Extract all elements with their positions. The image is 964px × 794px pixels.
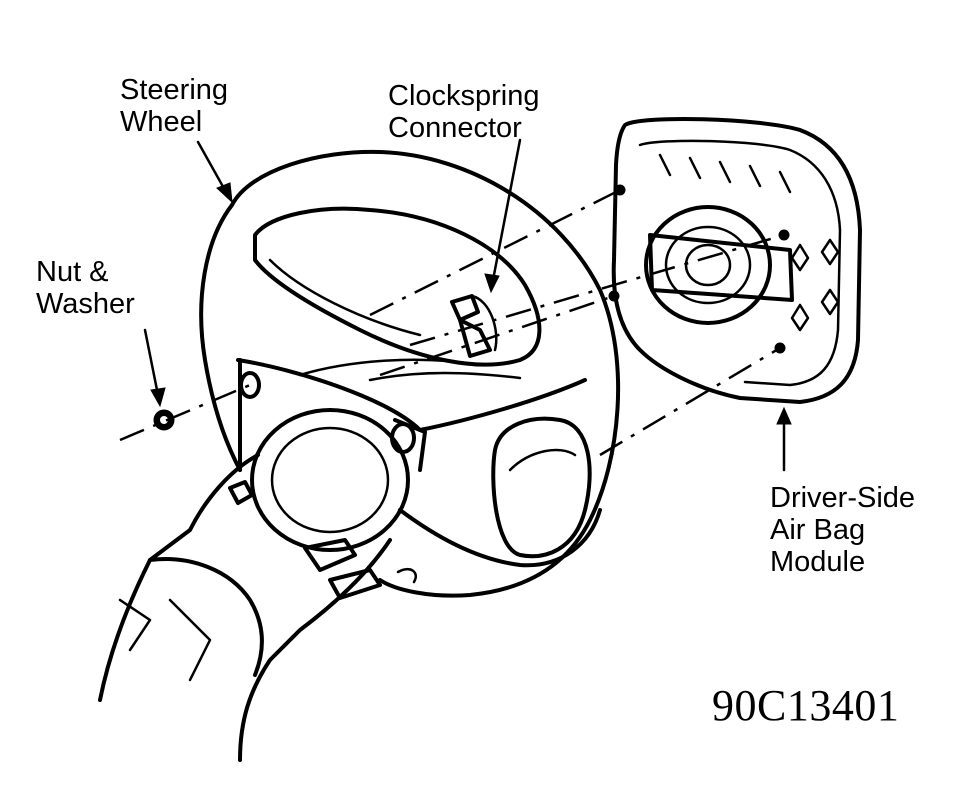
steering-wheel-label-line1: Steering xyxy=(120,74,229,106)
leader-arrows xyxy=(143,138,792,472)
figure-code: 90C13401 xyxy=(712,681,900,730)
clockspring-connector-label-line1: Clockspring xyxy=(388,80,540,112)
assembly-lines xyxy=(119,188,785,457)
air-bag-module-label-line3: Module xyxy=(770,546,866,578)
nut-washer xyxy=(153,409,175,431)
steering-wheel xyxy=(199,149,621,598)
nut-washer-label-line1: Nut & xyxy=(36,256,109,288)
steering-wheel-label-line2: Wheel xyxy=(120,106,203,138)
air-bag-module-label-line2: Air Bag xyxy=(770,514,866,546)
air-bag-module xyxy=(608,116,862,404)
air-bag-module-label-line1: Driver-Side xyxy=(770,482,916,514)
clockspring-connector-label-line2: Connector xyxy=(388,112,522,144)
steering-column xyxy=(98,408,417,762)
nut-washer-label-line2: Washer xyxy=(36,288,135,320)
